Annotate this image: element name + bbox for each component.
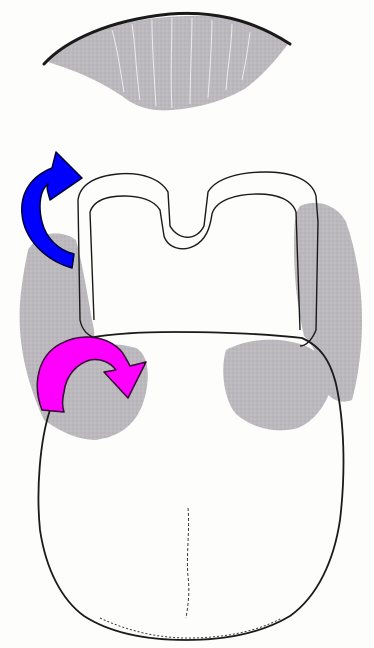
middle-right-shading [223,340,333,431]
tongue-tip-line [100,618,282,638]
throat-inner-left-wall [90,212,94,320]
throat-inner-outline [90,194,300,330]
upper-lobe [44,13,290,110]
upper-lobe-shading [48,16,288,111]
tongue-median-groove [186,508,189,618]
throat-block [78,172,318,346]
